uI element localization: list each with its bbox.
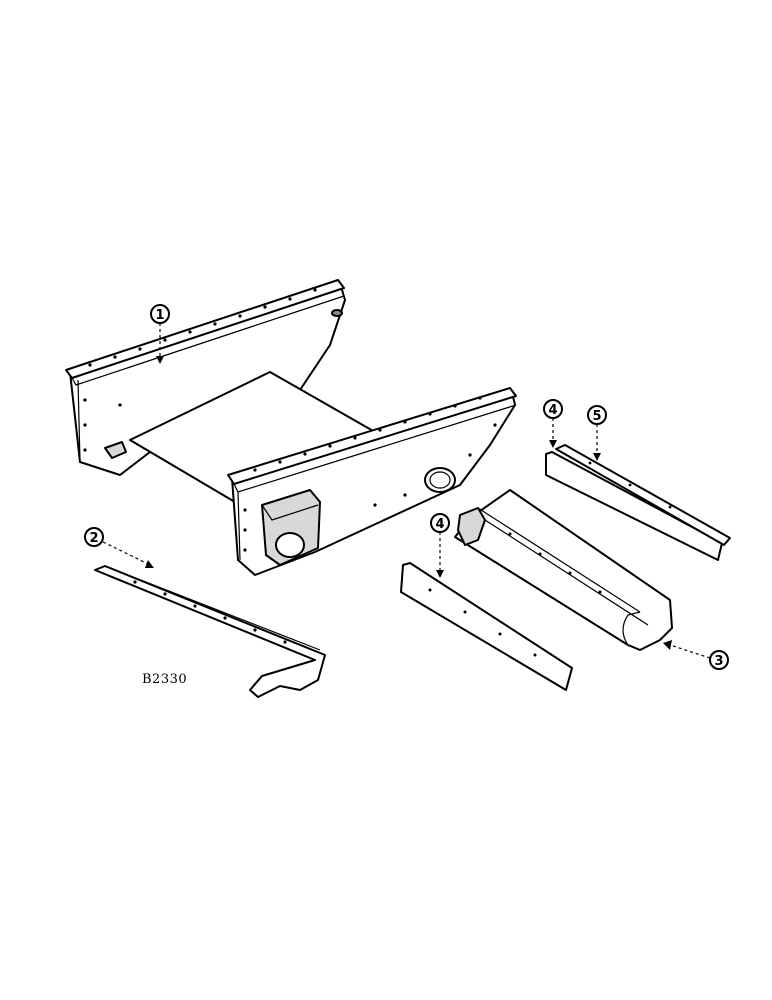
part-2-strip	[94, 565, 326, 698]
part-4-strip-top	[545, 451, 723, 561]
callout-1-label: 1	[155, 308, 164, 323]
callout-4-top-label: 4	[548, 403, 557, 418]
flange-holes-right	[243, 396, 497, 552]
callout-3: 3	[663, 640, 729, 670]
callout-1: 1	[150, 304, 170, 364]
callout-4-left-label: 4	[435, 517, 444, 532]
callout-4-left: 4	[430, 513, 450, 578]
flange-holes-left	[83, 288, 317, 452]
callout-2: 2	[84, 527, 154, 568]
part-3-trough	[454, 489, 673, 651]
part-4-strip-left	[400, 562, 573, 691]
figure-code: B2330	[142, 672, 187, 687]
callout-3-label: 3	[714, 654, 723, 669]
callout-2-label: 2	[89, 531, 98, 546]
part-1-housing	[65, 279, 517, 576]
callout-4-top: 4	[543, 399, 563, 448]
part-5-angle-strip	[555, 444, 731, 546]
callout-5-label: 5	[592, 409, 601, 424]
callout-5: 5	[587, 405, 607, 461]
